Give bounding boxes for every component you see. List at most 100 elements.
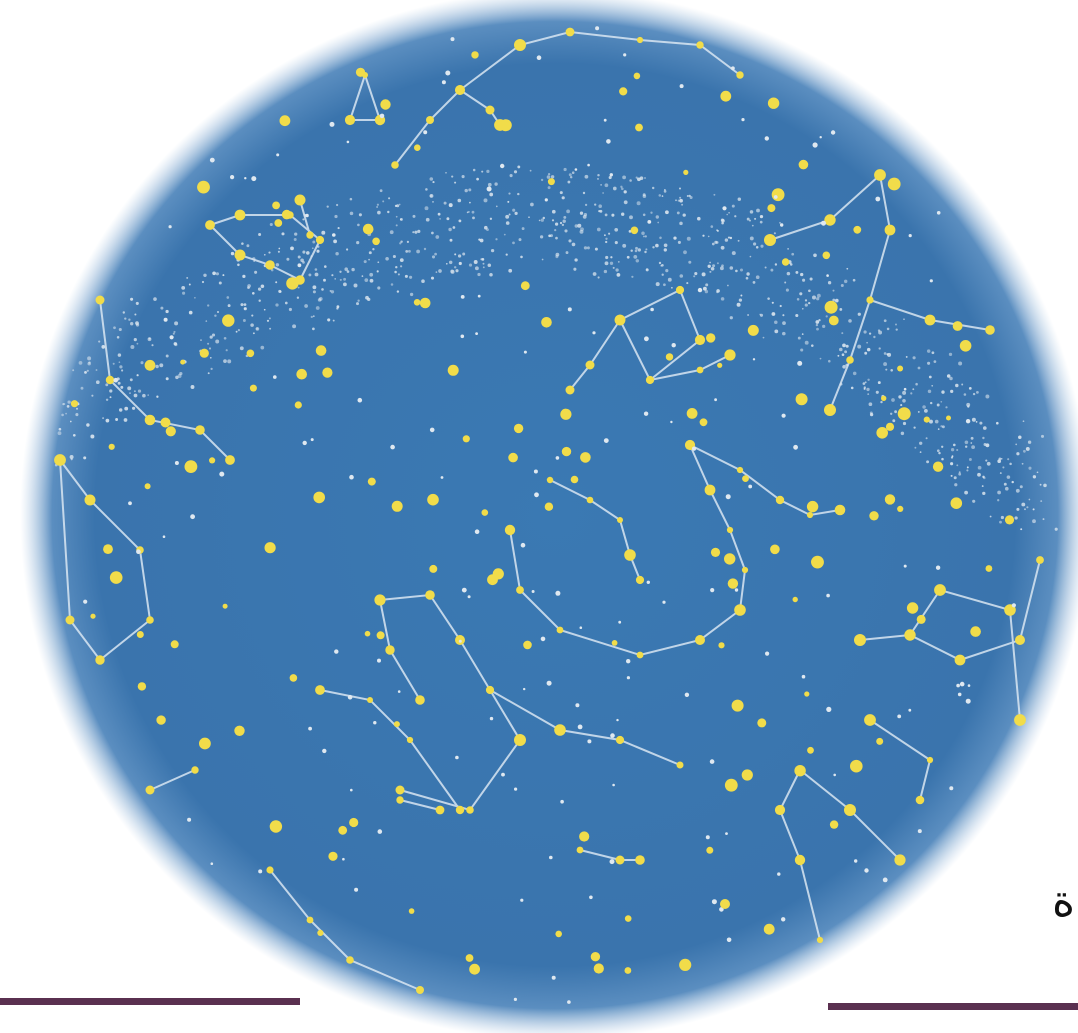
faint-star xyxy=(268,251,271,254)
star xyxy=(377,829,383,834)
star xyxy=(264,542,276,554)
star xyxy=(390,444,395,450)
faint-star xyxy=(105,418,110,423)
star xyxy=(956,683,960,688)
faint-star xyxy=(808,301,811,305)
faint-star xyxy=(568,173,572,177)
faint-star xyxy=(147,394,149,396)
star xyxy=(954,654,966,666)
faint-star xyxy=(181,286,186,290)
faint-star xyxy=(435,271,438,273)
faint-star xyxy=(677,240,681,244)
faint-star xyxy=(832,298,836,302)
star xyxy=(423,130,428,135)
faint-star xyxy=(841,332,844,335)
caption-fragment: ة xyxy=(1052,876,1076,927)
faint-star xyxy=(363,260,367,264)
star xyxy=(455,755,459,760)
constellation-line xyxy=(349,71,382,121)
faint-star xyxy=(917,410,920,413)
faint-star xyxy=(796,298,800,301)
star xyxy=(546,476,554,484)
faint-star xyxy=(663,243,668,248)
faint-star xyxy=(395,215,398,218)
faint-star xyxy=(749,219,751,222)
faint-star xyxy=(927,361,931,365)
faint-star xyxy=(117,381,121,385)
faint-star xyxy=(950,474,953,477)
faint-star xyxy=(902,421,907,426)
star xyxy=(636,651,644,659)
faint-star xyxy=(218,281,222,285)
star xyxy=(83,599,88,604)
star xyxy=(95,295,105,305)
star xyxy=(897,407,911,421)
star xyxy=(445,70,451,76)
faint-star xyxy=(457,254,462,258)
star xyxy=(935,565,941,570)
faint-star xyxy=(279,290,282,293)
faint-star xyxy=(811,344,814,347)
faint-star xyxy=(72,369,75,372)
faint-star xyxy=(709,261,711,264)
star xyxy=(190,514,196,520)
constellation-line xyxy=(269,869,421,991)
faint-star xyxy=(414,230,418,234)
faint-star xyxy=(663,248,667,252)
faint-star xyxy=(617,261,620,263)
faint-star xyxy=(327,318,331,322)
star xyxy=(635,575,645,585)
faint-star xyxy=(119,365,123,369)
faint-star xyxy=(972,499,976,503)
faint-star xyxy=(584,203,588,207)
star xyxy=(734,588,739,592)
faint-star xyxy=(453,266,457,269)
faint-star xyxy=(135,323,140,327)
star xyxy=(574,168,578,171)
star xyxy=(747,324,759,336)
faint-star xyxy=(476,177,479,181)
star xyxy=(908,708,912,712)
star xyxy=(481,509,489,516)
faint-star xyxy=(989,515,992,518)
faint-star xyxy=(365,295,369,300)
faint-star xyxy=(243,307,247,311)
star xyxy=(725,494,731,500)
faint-star xyxy=(689,195,693,200)
star xyxy=(854,859,858,863)
faint-star xyxy=(429,193,434,198)
faint-star xyxy=(464,188,468,193)
faint-star xyxy=(368,251,372,255)
star xyxy=(807,746,814,754)
faint-star xyxy=(982,436,985,440)
faint-star xyxy=(57,431,62,436)
faint-star xyxy=(686,194,689,198)
faint-star xyxy=(965,445,968,448)
faint-star xyxy=(609,261,614,265)
star xyxy=(887,177,901,191)
faint-star xyxy=(956,464,959,467)
faint-star xyxy=(929,401,933,405)
faint-star xyxy=(746,272,750,276)
faint-star xyxy=(864,351,868,355)
star xyxy=(609,859,615,865)
faint-star xyxy=(509,174,513,178)
right-rule xyxy=(828,1003,1078,1010)
star xyxy=(168,225,172,229)
star xyxy=(915,795,925,805)
star xyxy=(844,804,856,816)
star xyxy=(706,846,714,854)
faint-star xyxy=(981,485,984,488)
faint-star xyxy=(129,378,133,382)
star xyxy=(486,186,492,192)
star xyxy=(767,97,780,109)
faint-star xyxy=(417,229,421,233)
faint-star xyxy=(1014,516,1018,520)
faint-star xyxy=(512,241,515,245)
faint-star xyxy=(156,395,159,398)
star xyxy=(561,408,570,417)
faint-star xyxy=(508,213,511,216)
faint-star xyxy=(208,347,212,350)
faint-star xyxy=(678,187,682,190)
faint-star xyxy=(659,236,662,240)
